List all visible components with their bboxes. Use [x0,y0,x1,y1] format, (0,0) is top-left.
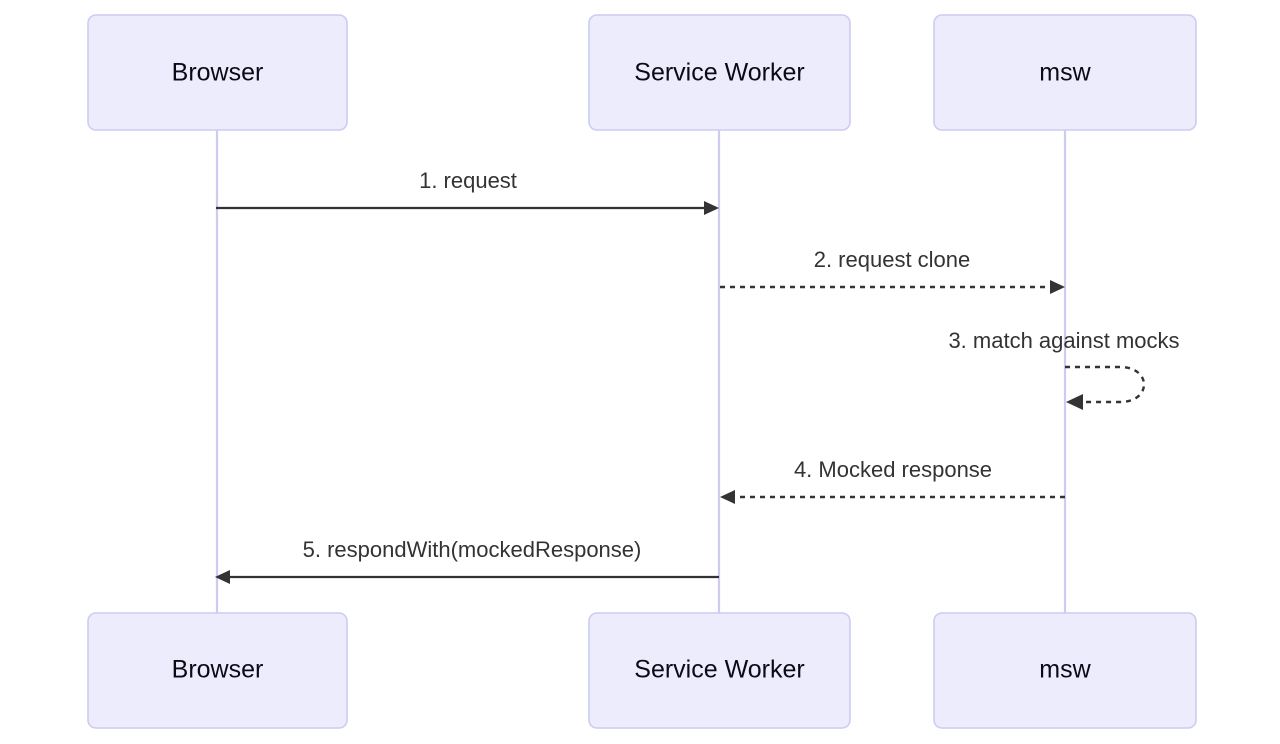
actor-label-browser-top: Browser [172,59,264,87]
actor-box-msw-bottom[interactable]: msw [933,612,1197,729]
message-3-label: 3. match against mocks [948,328,1179,353]
actor-box-msw-top-rect [933,14,1197,131]
message-3-match-against-mocks[interactable]: 3. match against mocks [948,328,1180,410]
actor-box-browser-top-rect [87,14,348,131]
message-5-label: 5. respondWith(mockedResponse) [303,537,642,562]
message-4-arrowhead-icon [720,490,735,504]
actor-label-msw-bottom: msw [1039,656,1091,684]
actor-label-service-worker-top: Service Worker [634,59,804,87]
actor-box-service-worker-top[interactable]: Service Worker [588,14,851,131]
actor-label-service-worker-bottom: Service Worker [634,656,804,684]
actor-label-msw-top: msw [1039,59,1091,87]
message-1-request[interactable]: 1. request [216,168,719,215]
message-1-arrowhead-icon [704,201,719,215]
actor-box-browser-bottom-rect [87,612,348,729]
message-3-loop-line [1065,365,1146,404]
actor-box-msw-top[interactable]: msw [933,14,1197,131]
actor-box-browser-bottom[interactable]: Browser [87,612,348,729]
actor-box-service-worker-bottom-rect [588,612,851,729]
lifelines-group [215,130,1067,613]
message-4-label: 4. Mocked response [794,457,992,482]
message-3-arrowhead-icon [1066,394,1083,410]
message-2-label: 2. request clone [814,247,971,272]
actor-label-browser-bottom: Browser [172,656,264,684]
actor-box-service-worker-bottom[interactable]: Service Worker [588,612,851,729]
actor-boxes-bottom: Browser Service Worker msw [87,612,1197,729]
message-5-respond-with[interactable]: 5. respondWith(mockedResponse) [215,537,719,584]
message-2-request-clone[interactable]: 2. request clone [720,247,1065,294]
actor-box-service-worker-top-rect [588,14,851,131]
message-5-arrowhead-icon [215,570,230,584]
message-2-arrowhead-icon [1050,280,1065,294]
actor-boxes-top: Browser Service Worker msw [87,14,1197,131]
message-1-label: 1. request [419,168,517,193]
message-4-mocked-response[interactable]: 4. Mocked response [720,457,1065,504]
actor-box-browser-top[interactable]: Browser [87,14,348,131]
actor-box-msw-bottom-rect [933,612,1197,729]
